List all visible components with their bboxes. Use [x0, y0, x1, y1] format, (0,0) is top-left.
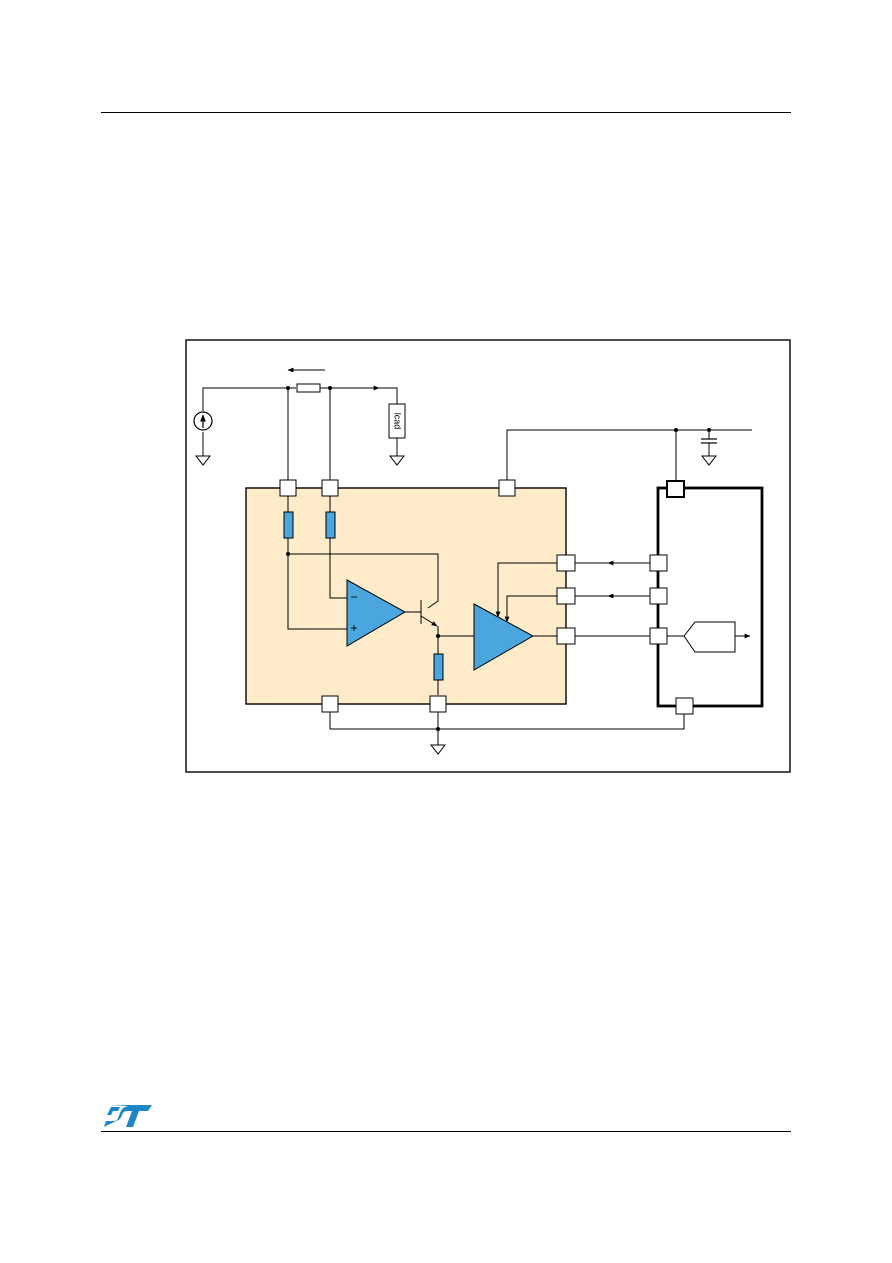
ground-icon [194, 455, 212, 466]
mcu-pin [666, 480, 685, 498]
gain-resistor [283, 511, 294, 539]
output-resistor [433, 653, 444, 681]
mcu-pin [649, 627, 668, 645]
mcu-pin [649, 554, 668, 572]
opamp-icon [346, 579, 407, 647]
footer-rule [101, 1131, 791, 1132]
load-label: lcad [393, 413, 403, 430]
ground-icon [388, 455, 406, 466]
junction-dots [286, 386, 711, 731]
ground-icon [700, 455, 718, 466]
opamp-minus-sign: − [350, 590, 357, 604]
mcu-pin [675, 697, 694, 715]
ic-pin [321, 695, 339, 713]
st-logo-icon [104, 1105, 152, 1127]
header-rule [101, 112, 791, 113]
microcontroller-block [656, 486, 764, 708]
ic-pin [429, 695, 447, 713]
mcu-pin [649, 587, 668, 605]
gain-resistor [325, 511, 336, 539]
adc-icon [473, 603, 535, 671]
ic-pin [321, 479, 339, 497]
ic-pin [556, 554, 576, 572]
load-box [388, 403, 406, 439]
adc-buffer-icon [683, 621, 736, 653]
opamp-plus-sign: + [350, 621, 357, 635]
ic-pin [498, 479, 516, 497]
ic-pin [279, 479, 297, 497]
ic-pin [556, 587, 576, 605]
ground-icon [429, 744, 447, 755]
ic-pin [556, 627, 576, 645]
shunt-resistor [296, 383, 321, 393]
